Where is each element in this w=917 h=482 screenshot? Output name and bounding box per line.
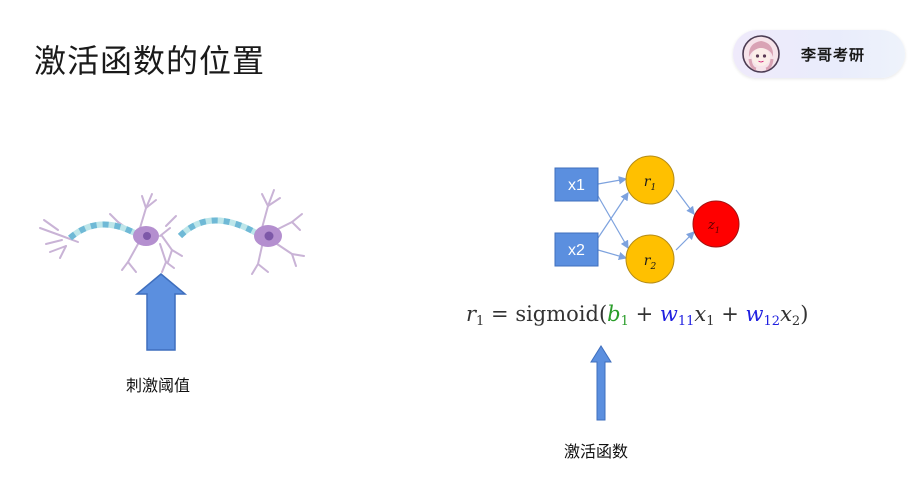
nucleus-left (143, 232, 151, 240)
r1-var: r (644, 174, 652, 190)
axon-left (68, 221, 142, 241)
r2-var: r (644, 253, 652, 269)
formula-plus-1: + (635, 302, 654, 326)
input-label-x2: x2 (568, 242, 585, 259)
neuron-left (39, 193, 175, 273)
edge-r2-z1 (675, 231, 695, 251)
formula-close: ) (800, 302, 809, 326)
svg-text:z1: z1 (707, 218, 720, 235)
r1-sub: 1 (650, 183, 656, 193)
formula-x1-sub: 1 (706, 314, 715, 329)
hidden-node-r2: r2 (625, 234, 675, 284)
edge-x1-r1 (597, 176, 628, 185)
formula-open: ( (598, 302, 608, 326)
edge-x1-r2 (597, 195, 629, 250)
formula-equals: = (491, 302, 509, 326)
myelin-right (177, 217, 260, 239)
formula-lhs-var: r (466, 302, 477, 326)
input-node-x2: x2 (554, 232, 599, 267)
output-node-z1: z1 (692, 200, 740, 248)
page-title: 激活函数的位置 (34, 42, 266, 80)
network-edges (597, 176, 695, 261)
formula-plus-2: + (721, 302, 739, 326)
formula-lhs-sub: 1 (476, 314, 485, 329)
input-node-x1: x1 (554, 167, 599, 202)
formula-w2-var: w (745, 302, 764, 326)
edge-x2-r2 (597, 249, 628, 261)
edge-r1-z1 (675, 189, 695, 215)
nucleus-right (264, 231, 274, 241)
svg-text:r1: r1 (644, 174, 656, 193)
activation-caption: 激活函数 (564, 442, 629, 461)
author-badge: 李哥考研 (733, 30, 905, 78)
sigmoid-formula: r1 = sigmoid(b1 + w11x1 + w12x2) (466, 302, 808, 329)
activation-arrow (590, 345, 612, 421)
z1-sub: 1 (715, 226, 720, 235)
formula-func: sigmoid (515, 302, 599, 326)
edge-x2-r1 (597, 192, 629, 239)
author-name: 李哥考研 (801, 46, 866, 64)
anime-girl-avatar-icon (742, 35, 780, 73)
svg-text:r2: r2 (644, 253, 657, 272)
formula-x2-sub: 2 (791, 314, 801, 329)
formula-x2-var: x (780, 302, 792, 326)
r2-sub: 2 (649, 262, 656, 272)
neuron-chain-illustration (39, 189, 305, 275)
formula-w2-sub: 12 (763, 314, 781, 329)
threshold-arrow (134, 273, 188, 351)
formula-bias-var: b (607, 302, 621, 326)
myelin-left (68, 221, 142, 241)
z1-var: z (707, 218, 715, 233)
formula-x1-var: x (694, 302, 707, 326)
formula-w1-sub: 11 (677, 314, 695, 329)
formula-w1-var: w (659, 302, 678, 326)
formula-bias-sub: 1 (620, 314, 629, 329)
hidden-node-r1: r1 (625, 155, 675, 205)
threshold-caption: 刺激阈值 (126, 376, 191, 395)
input-label-x1: x1 (568, 177, 585, 194)
